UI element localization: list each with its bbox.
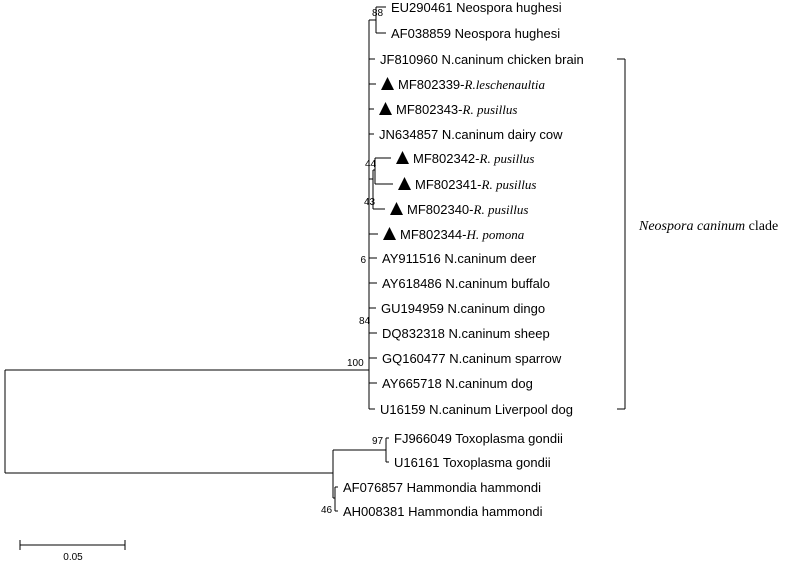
taxon-name: Toxoplasma gondii xyxy=(452,431,563,446)
taxon-name: Neospora hughesi xyxy=(451,26,560,41)
taxon-label: MF802341-R. pusillus xyxy=(415,177,536,192)
taxon-label: JF810960 N.caninum chicken brain xyxy=(380,52,584,67)
bootstrap-neospora: 100 xyxy=(347,358,364,369)
taxon-accession: MF802341 xyxy=(415,177,477,192)
taxon-accession: JN634857 xyxy=(379,127,438,142)
taxon-accession: AY665718 xyxy=(382,376,442,391)
taxon-name: N.caninum dingo xyxy=(444,301,545,316)
taxon-label: GU194959 N.caninum dingo xyxy=(381,301,545,316)
taxon-name: N.caninum sheep xyxy=(445,326,550,341)
taxon-name: N.caninum dog xyxy=(442,376,533,391)
taxon-name: N.caninum dairy cow xyxy=(438,127,563,142)
taxon-name: Hammondia hammondi xyxy=(404,504,542,519)
taxon-label: MF802343-R. pusillus xyxy=(396,102,517,117)
taxon-accession: AY618486 xyxy=(382,276,442,291)
bootstrap-values: 88 44 43 6 84 100 97 46 xyxy=(321,8,384,516)
taxon-host-species: R. pusillus xyxy=(481,177,537,192)
bootstrap-hammondia: 46 xyxy=(321,505,333,516)
taxon-accession: GQ160477 xyxy=(382,351,446,366)
triangle-marker-icon xyxy=(381,77,394,90)
taxon-label: AF038859 Neospora hughesi xyxy=(391,26,560,41)
taxon-label: AH008381 Hammondia hammondi xyxy=(343,504,543,519)
taxon-label: MF802342-R. pusillus xyxy=(413,151,534,166)
taxon-label: AY618486 N.caninum buffalo xyxy=(382,276,550,291)
taxon-name: - xyxy=(469,202,473,217)
clade-label: Neospora caninum clade xyxy=(638,219,778,234)
taxon-label: MF802344-H. pomona xyxy=(400,227,525,242)
taxon-accession: DQ832318 xyxy=(382,326,445,341)
taxon-label: EU290461 Neospora hughesi xyxy=(391,0,562,15)
scale-bar-label: 0.05 xyxy=(63,552,83,563)
taxon-label: GQ160477 N.caninum sparrow xyxy=(382,351,562,366)
taxon-accession: JF810960 xyxy=(380,52,438,67)
taxon-label: AY911516 N.caninum deer xyxy=(382,251,537,266)
triangle-marker-icon xyxy=(379,102,392,115)
taxon-name: N.caninum chicken brain xyxy=(438,52,584,67)
taxon-label: MF802340-R. pusillus xyxy=(407,202,528,217)
taxon-host-species: R. pusillus xyxy=(479,151,535,166)
taxon-label: MF802339-R.leschenaultia xyxy=(398,77,546,92)
taxon-accession: MF802344 xyxy=(400,227,462,242)
taxon-accession: AF076857 xyxy=(343,480,403,495)
taxon-name: N.caninum buffalo xyxy=(442,276,550,291)
bootstrap-toxoplasma: 97 xyxy=(372,436,384,447)
taxon-label: AY665718 N.caninum dog xyxy=(382,376,533,391)
taxon-name: Hammondia hammondi xyxy=(403,480,541,495)
tree-branches xyxy=(4,6,393,512)
taxon-accession: MF802342 xyxy=(413,151,475,166)
clade-bracket xyxy=(617,58,626,410)
taxon-accession: U16161 xyxy=(394,455,440,470)
taxon-accession: U16159 xyxy=(380,402,426,417)
taxon-name: - xyxy=(460,77,464,92)
taxon-label: AF076857 Hammondia hammondi xyxy=(343,480,541,495)
taxon-accession: AY911516 xyxy=(382,251,441,266)
taxon-label: U16159 N.caninum Liverpool dog xyxy=(380,402,573,417)
taxon-name: N.caninum Liverpool dog xyxy=(426,402,573,417)
triangle-marker-icon xyxy=(383,227,396,240)
taxon-name: N.caninum deer xyxy=(441,251,537,266)
bootstrap-inner-bottom: 43 xyxy=(364,197,376,208)
taxon-label: JN634857 N.caninum dairy cow xyxy=(379,127,563,142)
taxon-name: - xyxy=(462,227,466,242)
clade-label-genus: Neospora caninum xyxy=(638,219,745,234)
taxon-name: - xyxy=(475,151,479,166)
taxon-label: DQ832318 N.caninum sheep xyxy=(382,326,550,341)
clade-label-suffix: clade xyxy=(745,219,778,234)
taxon-accession: MF802343 xyxy=(396,102,458,117)
taxon-accession: MF802339 xyxy=(398,77,460,92)
taxon-host-species: H. pomona xyxy=(466,227,525,242)
triangle-marker-icon xyxy=(396,151,409,164)
bootstrap-deer: 6 xyxy=(360,255,366,266)
taxon-name: - xyxy=(477,177,481,192)
taxon-name: N.caninum sparrow xyxy=(446,351,562,366)
triangle-marker-icon xyxy=(398,177,411,190)
taxon-label: U16161 Toxoplasma gondii xyxy=(394,455,551,470)
scale-bar xyxy=(19,540,126,550)
taxon-accession: GU194959 xyxy=(381,301,444,316)
taxon-host-species: R.leschenaultia xyxy=(464,77,546,92)
bootstrap-hughesi: 88 xyxy=(372,8,384,19)
taxon-host-species: R. pusillus xyxy=(462,102,518,117)
taxon-accession: MF802340 xyxy=(407,202,469,217)
taxon-accession: EU290461 xyxy=(391,0,452,15)
taxon-name: Neospora hughesi xyxy=(452,0,561,15)
taxon-label: FJ966049 Toxoplasma gondii xyxy=(394,431,563,446)
triangle-marker-icon xyxy=(390,202,403,215)
taxon-accession: FJ966049 xyxy=(394,431,452,446)
taxon-accession: AF038859 xyxy=(391,26,451,41)
taxon-host-species: R. pusillus xyxy=(473,202,529,217)
taxon-name: - xyxy=(458,102,462,117)
taxon-name: Toxoplasma gondii xyxy=(440,455,551,470)
bootstrap-inner-top: 44 xyxy=(365,159,377,170)
taxon-accession: AH008381 xyxy=(343,504,404,519)
bootstrap-caninum: 84 xyxy=(359,316,371,327)
